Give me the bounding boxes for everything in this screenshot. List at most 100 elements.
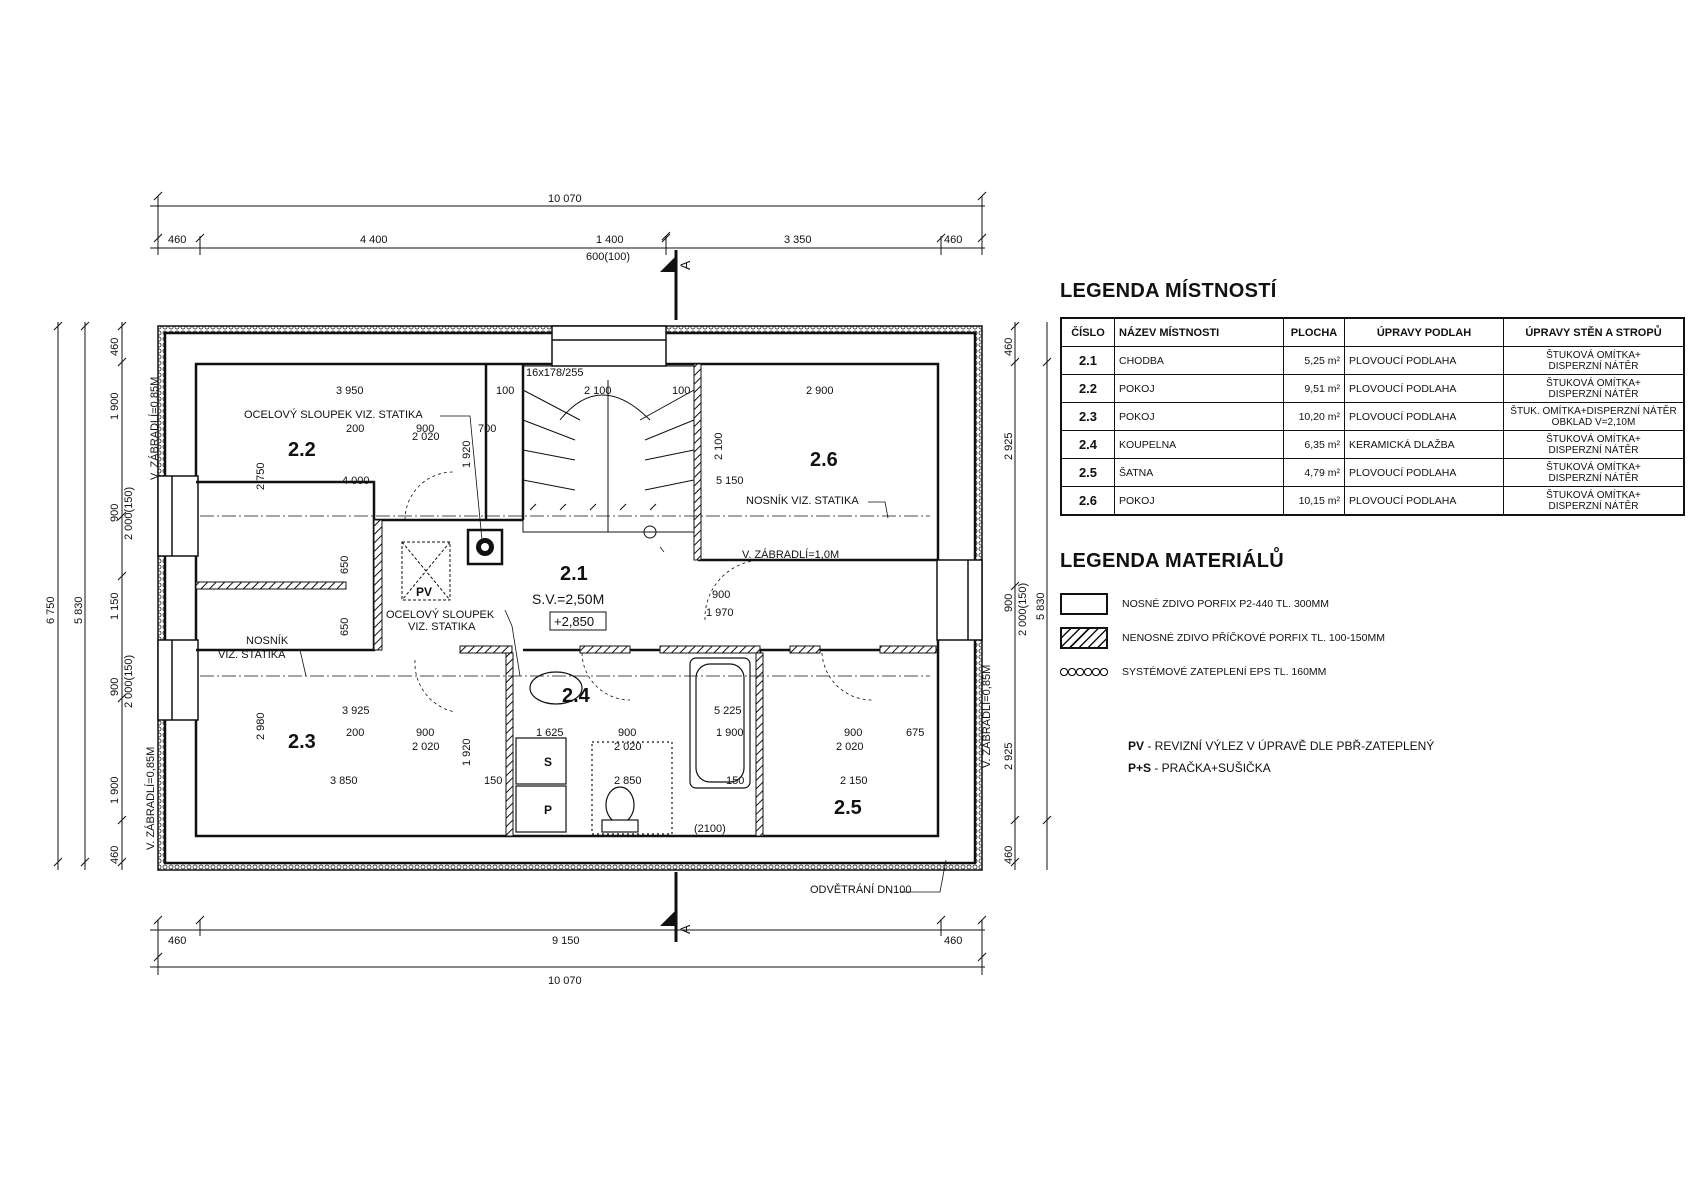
dim-left-5: 1 900 — [109, 776, 121, 804]
material-item: NOSNÉ ZDIVO PORFIX P2-440 TL. 300MM — [1060, 587, 1690, 621]
dim-small-2020-a: 2 020 — [412, 431, 440, 443]
cell-name: CHODBA — [1114, 346, 1284, 375]
cell-number: 2.3 — [1060, 402, 1115, 431]
table-row: 2.4 KOUPELNA 6,35 m² KERAMICKÁ DLAŽBA ŠT… — [1060, 430, 1685, 459]
bearing-wall-swatch — [1060, 593, 1108, 615]
cell-name: ŠATNA — [1114, 458, 1284, 487]
dim-top-2: 1 400 — [596, 234, 624, 246]
section-marks — [660, 250, 678, 942]
dim-small-100-a: 100 — [496, 385, 514, 397]
dim-small-100-b: 100 — [672, 385, 690, 397]
dim-window-right: 2 000(150) — [1017, 583, 1029, 636]
cell-number: 2.4 — [1060, 430, 1115, 459]
dim-room-22-w: 3 950 — [336, 385, 364, 397]
material-label: NOSNÉ ZDIVO PORFIX P2-440 TL. 300MM — [1122, 598, 1329, 610]
dim-top-0: 460 — [168, 234, 186, 246]
dim-small-150-b: 150 — [726, 775, 744, 787]
dim-left-4: 900 — [109, 678, 121, 696]
dim-top-3: 3 350 — [784, 234, 812, 246]
dim-bath: 5 225 — [714, 705, 742, 717]
column-note-top: OCELOVÝ SLOUPEK VIZ. STATIKA — [244, 408, 423, 421]
cell-name: POKOJ — [1114, 374, 1284, 403]
cell-number: 2.5 — [1060, 458, 1115, 487]
cell-walls: ŠTUKOVÁ OMÍTKA+DISPERZNÍ NÁTĚR — [1503, 374, 1685, 403]
dim-room-24-w: 1 625 — [536, 727, 564, 739]
revision-hatch — [401, 541, 451, 601]
column-note-mid-2: VIZ. STATIKA — [408, 621, 476, 633]
dim-room-22-h: 2 750 — [255, 462, 267, 490]
dim-small-675: 675 — [906, 727, 924, 739]
cell-area: 10,15 m² — [1283, 486, 1345, 516]
cell-number: 2.2 — [1060, 374, 1115, 403]
dim-room-22-d: 4 000 — [342, 475, 370, 487]
cell-walls: ŠTUKOVÁ OMÍTKA+DISPERZNÍ NÁTĚR — [1503, 486, 1685, 516]
dim-right-4: 460 — [1003, 846, 1015, 864]
dim-small-1920-a: 1 920 — [461, 440, 473, 468]
table-row: 2.5 ŠATNA 4,79 m² PLOVOUCÍ PODLAHA ŠTUKO… — [1060, 458, 1685, 487]
dim-room-26-h: 2 100 — [713, 432, 725, 460]
chimney — [466, 528, 504, 566]
wall-line-1: ŠTUKOVÁ OMÍTKA+ — [1546, 349, 1641, 361]
dim-top-4: 460 — [944, 234, 962, 246]
cell-floor: PLOVOUCÍ PODLAHA — [1344, 458, 1504, 487]
dim-small-2020-d: 2 020 — [836, 741, 864, 753]
dim-small-900-c: 900 — [618, 727, 636, 739]
cell-walls: ŠTUKOVÁ OMÍTKA+DISPERZNÍ NÁTĚR — [1503, 458, 1685, 487]
abbreviation-text: - PRAČKA+SUŠIČKA — [1151, 761, 1271, 775]
col-name: NÁZEV MÍSTNOSTI — [1114, 317, 1284, 347]
railing-note-left-top: V. ZÁBRADLÍ=0,85M — [148, 377, 161, 480]
dim-right-2: 900 — [1003, 594, 1015, 612]
col-number: ČÍSLO — [1060, 317, 1115, 347]
cell-area: 5,25 m² — [1283, 346, 1345, 375]
cell-name: POKOJ — [1114, 402, 1284, 431]
cell-number: 2.1 — [1060, 346, 1115, 375]
cell-floor: PLOVOUCÍ PODLAHA — [1344, 402, 1504, 431]
material-label: SYSTÉMOVÉ ZATEPLENÍ EPS TL. 160MM — [1122, 666, 1327, 678]
dim-overall-top: 10 070 — [548, 193, 582, 205]
hatch-label: PV — [416, 585, 432, 599]
wall-line-1: ŠTUKOVÁ OMÍTKA+ — [1546, 489, 1641, 501]
dim-bottom-1: 9 150 — [552, 935, 580, 947]
wall-line-2: OBKLAD V=2,10M — [1551, 416, 1636, 428]
inner-wall-line — [194, 362, 940, 838]
material-item: SYSTÉMOVÉ ZATEPLENÍ EPS TL. 160MM — [1060, 655, 1690, 689]
dim-left-6: 460 — [109, 846, 121, 864]
dim-left-total: 6 750 — [45, 596, 57, 624]
dim-right-3: 2 925 — [1003, 742, 1015, 770]
dim-left-inner: 5 830 — [73, 596, 85, 624]
material-item: NENOSNÉ ZDIVO PŘÍČKOVÉ PORFIX TL. 100-15… — [1060, 621, 1690, 655]
partition-wall-swatch — [1060, 627, 1108, 649]
partition-walls — [195, 363, 937, 837]
wall-line-2: DISPERZNÍ NÁTĚR — [1548, 500, 1639, 512]
dim-room-26-d: 5 150 — [716, 475, 744, 487]
beam-axes — [200, 515, 930, 677]
dim-window-left-top: 2 000(150) — [123, 487, 135, 540]
dim-window-left-bottom: 2 000(150) — [123, 655, 135, 708]
dim-room-23-w: 3 925 — [342, 705, 370, 717]
wall-line-1: ŠTUKOVÁ OMÍTKA+ — [1546, 461, 1641, 473]
dim-small-650-a: 650 — [339, 556, 351, 574]
column-note-mid-1: OCELOVÝ SLOUPEK — [386, 608, 495, 621]
abbreviation-text: - REVIZNÍ VÝLEZ V ÚPRAVĚ DLE PBŘ-ZATEPLE… — [1144, 739, 1435, 753]
door-height-note: (2100) — [694, 823, 726, 835]
cell-number: 2.6 — [1060, 486, 1115, 516]
dim-room-26-w: 2 900 — [806, 385, 834, 397]
dim-right-total: 5 830 — [1035, 592, 1047, 620]
dimension-lines — [53, 191, 1052, 975]
room-label-2-3: 2.3 — [288, 731, 316, 753]
dim-small-200-b: 200 — [346, 727, 364, 739]
cell-area: 4,79 m² — [1283, 458, 1345, 487]
dim-room-24-d: 2 850 — [614, 775, 642, 787]
cell-area: 9,51 m² — [1283, 374, 1345, 403]
legend-materials-title: LEGENDA MATERIÁLŮ — [1060, 550, 1284, 572]
dim-top-sub: 600(100) — [586, 251, 630, 263]
dim-room-25-d: 2 150 — [840, 775, 868, 787]
vent-note: ODVĚTRÁNÍ DN100 — [810, 883, 911, 896]
dim-bottom-2: 460 — [944, 935, 962, 947]
dim-left-0: 460 — [109, 338, 121, 356]
dim-left-1: 1 900 — [109, 392, 121, 420]
cell-walls: ŠTUKOVÁ OMÍTKA+DISPERZNÍ NÁTĚR — [1503, 430, 1685, 459]
dim-left-3: 1 150 — [109, 592, 121, 620]
floor-plan: 2.2 2.1 2.6 2.3 2.4 2.5 S.V.=2,50M +2,85… — [45, 191, 1052, 987]
